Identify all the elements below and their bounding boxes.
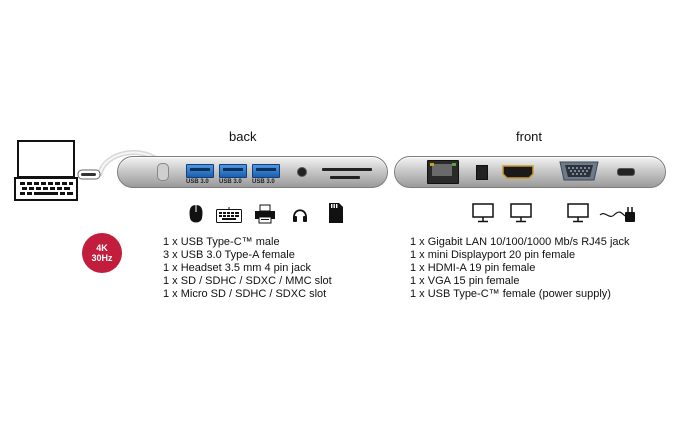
usb-label-2: USB 3.0: [219, 179, 242, 185]
usb-c-male-port: [157, 163, 169, 181]
4k-30hz-badge: 4K 30Hz: [82, 233, 122, 273]
power-adapter-icon: [599, 207, 635, 222]
back-spec-item: 3 x USB 3.0 Type-A female: [163, 249, 295, 261]
usb-label-1: USB 3.0: [186, 179, 209, 185]
monitor-icon: [567, 203, 589, 223]
headset-jack: [297, 167, 307, 177]
monitor-icon: [472, 203, 494, 223]
rj45-port: [427, 160, 459, 184]
mini-displayport: [476, 165, 488, 180]
front-label: front: [516, 129, 543, 144]
printer-icon: [255, 204, 275, 224]
front-spec-item: 1 x Gigabit LAN 10/100/1000 Mb/s RJ45 ja…: [410, 236, 630, 248]
back-spec-item: 1 x Headset 3.5 mm 4 pin jack: [163, 262, 311, 274]
usb-a-port-3: [252, 164, 280, 178]
sd-card-icon: [329, 203, 343, 223]
usb-a-port-1: [186, 164, 214, 178]
front-spec-item: 1 x mini Displayport 20 pin female: [410, 249, 576, 261]
front-spec-item: 1 x USB Type-C™ female (power supply): [410, 288, 611, 300]
laptop-icon: [14, 140, 78, 201]
back-spec-item: 1 x Micro SD / SDHC / SDXC slot: [163, 288, 327, 300]
front-spec-item: 1 x HDMI-A 19 pin female: [410, 262, 536, 274]
vga-port: [559, 161, 599, 181]
keyboard-icon: [216, 207, 242, 223]
headset-icon: [293, 209, 307, 222]
sd-card-slot: [322, 168, 372, 171]
back-spec-list: 1 x USB Type-C™ male 3 x USB 3.0 Type-A …: [163, 236, 332, 301]
hdmi-port: [502, 165, 534, 179]
usb-label-3: USB 3.0: [252, 179, 275, 185]
usb-c-female-port: [617, 168, 635, 176]
front-spec-list: 1 x Gigabit LAN 10/100/1000 Mb/s RJ45 ja…: [410, 236, 630, 301]
back-spec-item: 1 x SD / SDHC / SDXC / MMC slot: [163, 275, 332, 287]
micro-sd-slot: [330, 176, 360, 179]
back-spec-item: 1 x USB Type-C™ male: [163, 236, 280, 248]
front-spec-item: 1 x VGA 15 pin female: [410, 275, 520, 287]
mouse-icon: [189, 205, 203, 223]
badge-line-2: 30Hz: [91, 253, 113, 263]
back-label: back: [229, 129, 257, 144]
monitor-icon: [510, 203, 532, 223]
usb-a-port-2: [219, 164, 247, 178]
badge-line-1: 4K: [96, 243, 108, 253]
